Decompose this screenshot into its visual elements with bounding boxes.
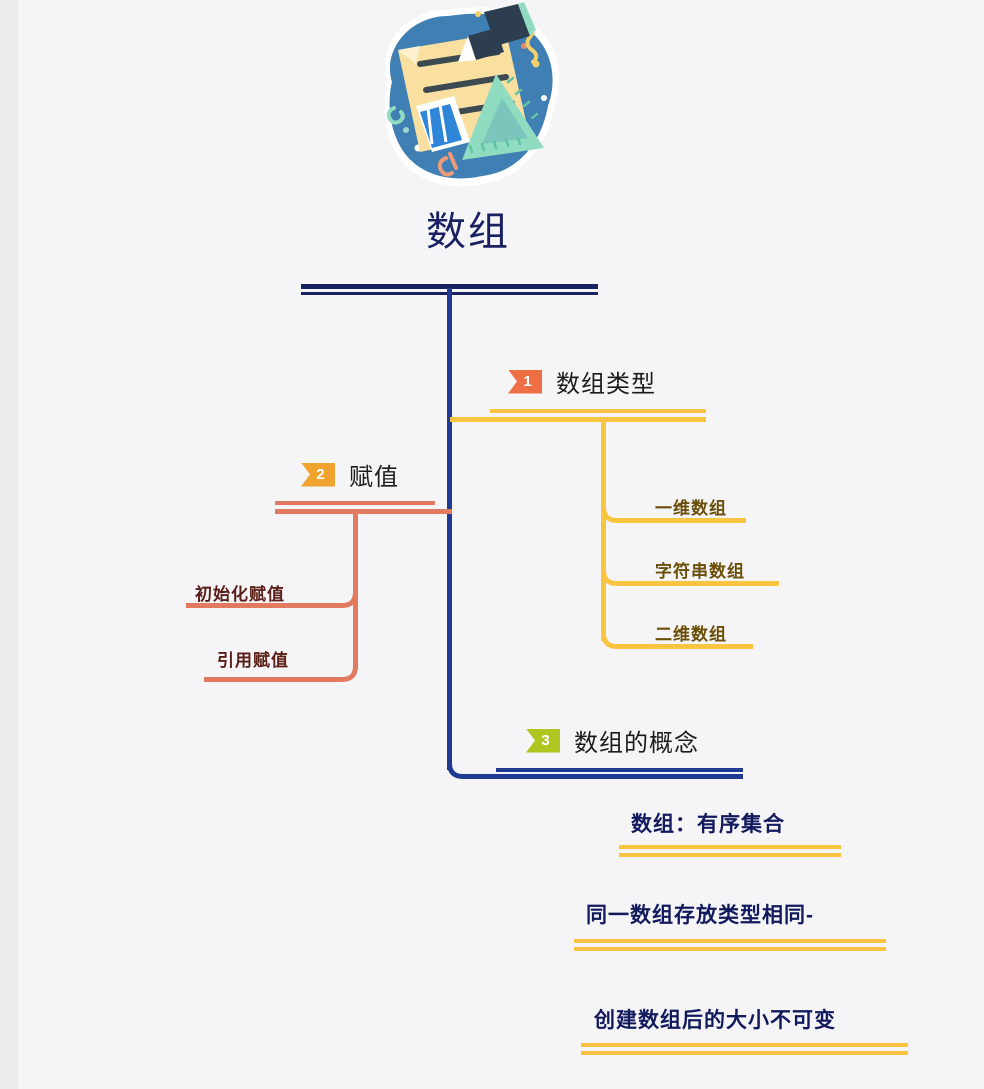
branch-3-connector	[447, 745, 743, 781]
branch-1-child-3-label: 二维数组	[655, 625, 727, 644]
branch-3-note-2-label: 同一数组存放类型相同-	[586, 904, 814, 927]
branch-3-note-3-label: 创建数组后的大小不可变	[594, 1009, 836, 1032]
page-title: 数组	[426, 210, 510, 254]
branch-1-child-2-label: 字符串数组	[655, 562, 745, 581]
mindmap-canvas: 数组 1 数组类型 一维数组 字符串数组 二维数组 2 赋值	[18, 0, 984, 1089]
branch-1-child-2-connector	[601, 558, 779, 586]
branch-2-child-1-label: 初始化赋值	[195, 585, 285, 604]
branch-head-1[interactable]: 1 数组类型	[508, 364, 656, 399]
branch-1-connector-accent	[490, 409, 706, 413]
root-underline-thick	[301, 284, 598, 289]
branch-head-2[interactable]: 2 赋值	[301, 457, 399, 492]
branch-3-note-3-underline-bottom	[581, 1051, 908, 1055]
branch-3-connector-accent	[496, 768, 743, 772]
branch-1-spine	[601, 419, 606, 641]
branch-1-child-3-connector	[601, 621, 753, 649]
branch-2-child-2-label: 引用赋值	[217, 651, 289, 670]
branch-1-connector	[450, 417, 706, 422]
branch-label-2: 赋值	[349, 464, 399, 491]
branch-1-child-1-label: 一维数组	[655, 499, 727, 518]
left-gutter	[0, 0, 18, 1089]
branch-3-note-1-underline-top	[619, 845, 841, 849]
branch-2-connector-accent	[275, 501, 435, 505]
branch-1-child-1-connector	[601, 495, 746, 523]
branch-badge-2: 2	[301, 462, 335, 487]
branch-label-1: 数组类型	[556, 371, 656, 398]
branch-3-note-2-underline-bottom	[574, 947, 886, 951]
branch-3-note-2-underline-top	[574, 939, 886, 943]
branch-2-connector	[275, 509, 452, 514]
branch-label-3: 数组的概念	[574, 730, 699, 757]
branch-head-3[interactable]: 3 数组的概念	[526, 723, 699, 758]
branch-badge-1: 1	[508, 369, 542, 394]
study-supplies-illustration	[358, 2, 578, 202]
branch-3-note-1-underline-bottom	[619, 853, 841, 857]
branch-3-note-3-underline-top	[581, 1043, 908, 1047]
branch-3-note-1-label: 数组：有序集合	[631, 813, 785, 836]
main-trunk	[447, 288, 452, 770]
branch-2-child-2-connector	[204, 654, 358, 682]
branch-2-child-1-connector	[186, 580, 358, 608]
